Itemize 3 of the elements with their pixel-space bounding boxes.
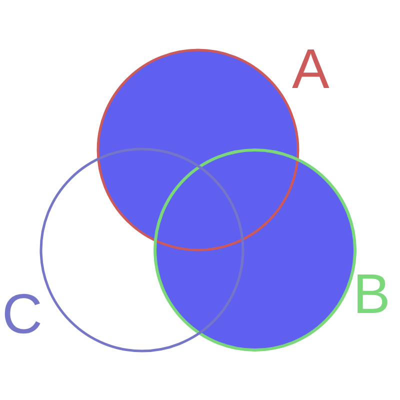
set-label: B xyxy=(353,266,390,322)
set-label: A xyxy=(292,41,330,97)
set-label: C xyxy=(2,286,42,342)
